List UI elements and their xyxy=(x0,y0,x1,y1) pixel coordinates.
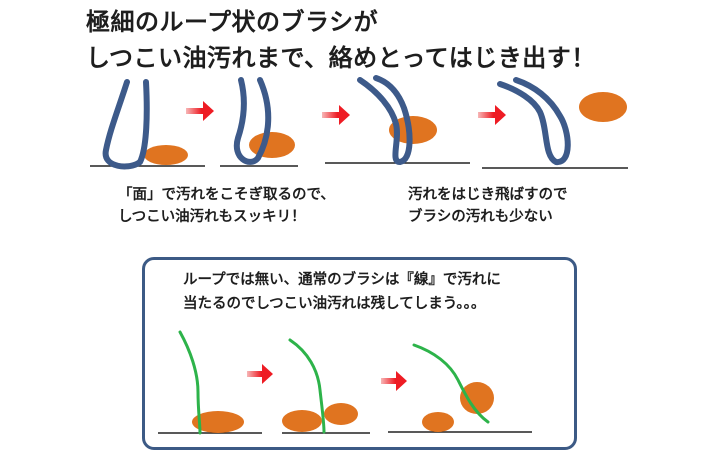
loop-step-3 xyxy=(325,75,470,165)
dirt-blob xyxy=(282,410,322,432)
arrow-right-icon xyxy=(247,364,273,384)
normal-step-2 xyxy=(282,338,370,434)
loop-step-1 xyxy=(90,79,205,170)
caption-line: しつこい油汚れもスッキリ！ xyxy=(118,209,306,225)
comparison-panel xyxy=(142,257,577,450)
caption-line: ブラシの汚れも少ない xyxy=(408,209,553,225)
headline: 極細のループ状のブラシが しつこい油汚れまで、絡めとってはじき出す！ xyxy=(86,4,596,76)
loop-brush xyxy=(357,75,413,165)
dirt-blob xyxy=(192,411,244,433)
arrow-right-icon xyxy=(381,371,407,391)
dirt-blob xyxy=(144,145,188,165)
dirt-blob xyxy=(324,403,358,425)
loop-brush xyxy=(497,77,571,165)
normal-step-3 xyxy=(388,343,532,433)
caption-line: 汚れをはじき飛ばすので xyxy=(408,187,568,203)
panel-line: ループでは無い、通常のブラシは『線』で汚れに xyxy=(183,272,501,288)
loop-brush xyxy=(102,79,150,170)
loop-step-4 xyxy=(482,77,628,169)
headline-line-1: 極細のループ状のブラシが xyxy=(86,8,379,36)
headline-line-2: しつこい油汚れまで、絡めとってはじき出す！ xyxy=(86,44,596,72)
bristle-line xyxy=(288,338,326,434)
dirt-blob xyxy=(460,382,494,414)
caption-line: 「面」で汚れをこそぎ取るので、 xyxy=(118,187,335,203)
dirt-blob xyxy=(422,412,454,432)
loop-brush-sequence xyxy=(90,75,628,170)
normal-step-1 xyxy=(158,330,262,435)
dirt-blob xyxy=(579,92,627,122)
arrow-right-icon xyxy=(322,105,350,125)
loop-brush xyxy=(233,77,272,165)
loop-step-2 xyxy=(220,77,298,167)
dirt-blob xyxy=(389,116,437,144)
arrow-right-icon xyxy=(478,105,506,125)
bristle-line xyxy=(178,330,202,435)
panel-line: 当たるのでしつこい油汚れは残してしまう。。。 xyxy=(183,296,486,312)
comparison-panel-text: ループでは無い、通常のブラシは『線』で汚れに 当たるのでしつこい油汚れは残してし… xyxy=(183,268,501,316)
caption-loop-surface: 「面」で汚れをこそぎ取るので、 しつこい油汚れもスッキリ！ xyxy=(118,184,335,228)
arrow-right-icon xyxy=(186,101,214,121)
bristle-line xyxy=(412,343,490,424)
dirt-blob xyxy=(249,132,295,158)
caption-loop-repel: 汚れをはじき飛ばすので ブラシの汚れも少ない xyxy=(408,184,568,228)
normal-brush-sequence xyxy=(158,330,532,435)
